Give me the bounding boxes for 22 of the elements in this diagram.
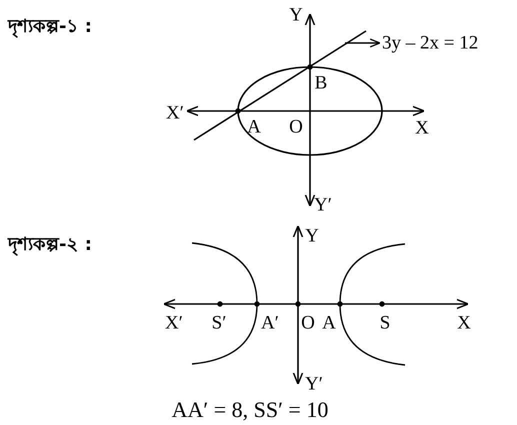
- point-label: A′: [261, 314, 279, 332]
- given-values-text: AA′ = 8, SS′ = 10: [172, 399, 328, 421]
- axis-label: X: [415, 118, 429, 138]
- axis-label: Y′: [314, 196, 332, 214]
- point-label: O: [301, 314, 315, 332]
- leader-arrow: [345, 38, 381, 48]
- axis-label: X′: [166, 104, 184, 122]
- scenario-heading: দৃশ্যকল্প-১ :: [8, 16, 92, 38]
- point-label: O: [289, 118, 303, 136]
- scenario-heading: দৃশ্যকল্প-২ :: [8, 234, 92, 256]
- point-label: S′: [212, 314, 226, 332]
- axis-label: Y: [289, 6, 303, 24]
- axis-label: Y: [305, 226, 319, 246]
- equation-label: 3y – 2x = 12: [382, 34, 478, 52]
- point-label: B: [314, 74, 328, 92]
- axis-label: Y′: [305, 374, 323, 394]
- point-label: A: [247, 118, 261, 136]
- point-label: A: [322, 314, 336, 332]
- straight-line: [194, 30, 366, 141]
- axis-label: X: [457, 314, 471, 332]
- point-label: S: [380, 314, 390, 332]
- axis-label: X′: [165, 314, 183, 332]
